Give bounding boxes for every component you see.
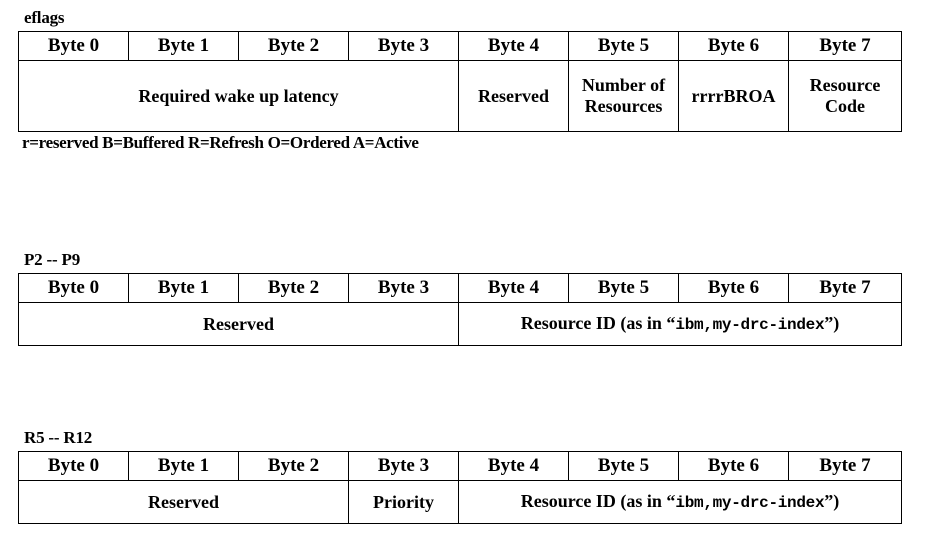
resource-id-prefix: Resource ID (as in “ (520, 312, 676, 333)
resource-id-suffix: ”) (824, 312, 840, 333)
r5r12-block: R5 -- R12 Byte 0 Byte 1 Byte 2 Byte 3 By… (18, 428, 902, 524)
field-priority: Priority (348, 480, 459, 524)
byte-header-7: Byte 7 (788, 451, 902, 481)
field-number-of-resources: Number of Resources (568, 60, 679, 132)
byte-header-6: Byte 6 (678, 451, 789, 481)
byte-header-5: Byte 5 (568, 451, 679, 481)
resource-id-property-name: ibm,my-drc-index (675, 493, 825, 512)
p2p9-header-row: Byte 0 Byte 1 Byte 2 Byte 3 Byte 4 Byte … (18, 273, 902, 303)
eflags-title: eflags (24, 8, 65, 27)
eflags-flag-legend: r=reserved B=Buffered R=Refresh O=Ordere… (22, 133, 419, 152)
byte-header-5: Byte 5 (568, 273, 679, 303)
byte-header-1: Byte 1 (128, 451, 239, 481)
field-reserved: Reserved (18, 302, 459, 346)
byte-header-3: Byte 3 (348, 451, 459, 481)
eflags-byte-table: Byte 0 Byte 1 Byte 2 Byte 3 Byte 4 Byte … (18, 31, 902, 132)
r5r12-title: R5 -- R12 (24, 428, 93, 447)
byte-header-2: Byte 2 (238, 273, 349, 303)
p2p9-title: P2 -- P9 (24, 250, 80, 269)
byte-header-3: Byte 3 (348, 273, 459, 303)
p2p9-field-row: Reserved Resource ID (as in “ibm,my-drc-… (18, 302, 902, 346)
field-reserved: Reserved (18, 480, 349, 524)
field-resource-id: Resource ID (as in “ibm,my-drc-index”) (458, 480, 902, 524)
byte-header-7: Byte 7 (788, 273, 902, 303)
byte-header-6: Byte 6 (678, 31, 789, 61)
field-reserved: Reserved (458, 60, 569, 132)
eflags-field-row: Required wake up latency Reserved Number… (18, 60, 902, 132)
field-required-wake-up-latency: Required wake up latency (18, 60, 459, 132)
r5r12-byte-table: Byte 0 Byte 1 Byte 2 Byte 3 Byte 4 Byte … (18, 451, 902, 524)
byte-header-5: Byte 5 (568, 31, 679, 61)
byte-header-4: Byte 4 (458, 31, 569, 61)
resource-id-property-name: ibm,my-drc-index (675, 315, 825, 334)
p2p9-block: P2 -- P9 Byte 0 Byte 1 Byte 2 Byte 3 Byt… (18, 250, 902, 346)
field-flag-bits: rrrrBROA (678, 60, 789, 132)
byte-header-4: Byte 4 (458, 273, 569, 303)
byte-header-0: Byte 0 (18, 31, 129, 61)
eflags-block: eflags Byte 0 Byte 1 Byte 2 Byte 3 Byte … (18, 8, 902, 152)
field-resource-id: Resource ID (as in “ibm,my-drc-index”) (458, 302, 902, 346)
resource-id-suffix: ”) (824, 490, 840, 511)
byte-header-1: Byte 1 (128, 31, 239, 61)
byte-header-7: Byte 7 (788, 31, 902, 61)
byte-header-0: Byte 0 (18, 273, 129, 303)
field-resource-code: Resource Code (788, 60, 902, 132)
byte-header-1: Byte 1 (128, 273, 239, 303)
byte-header-6: Byte 6 (678, 273, 789, 303)
eflags-header-row: Byte 0 Byte 1 Byte 2 Byte 3 Byte 4 Byte … (18, 31, 902, 61)
p2p9-byte-table: Byte 0 Byte 1 Byte 2 Byte 3 Byte 4 Byte … (18, 273, 902, 346)
byte-header-3: Byte 3 (348, 31, 459, 61)
r5r12-field-row: Reserved Priority Resource ID (as in “ib… (18, 480, 902, 524)
byte-header-4: Byte 4 (458, 451, 569, 481)
byte-header-2: Byte 2 (238, 451, 349, 481)
byte-header-0: Byte 0 (18, 451, 129, 481)
r5r12-header-row: Byte 0 Byte 1 Byte 2 Byte 3 Byte 4 Byte … (18, 451, 902, 481)
resource-id-prefix: Resource ID (as in “ (520, 490, 676, 511)
byte-header-2: Byte 2 (238, 31, 349, 61)
